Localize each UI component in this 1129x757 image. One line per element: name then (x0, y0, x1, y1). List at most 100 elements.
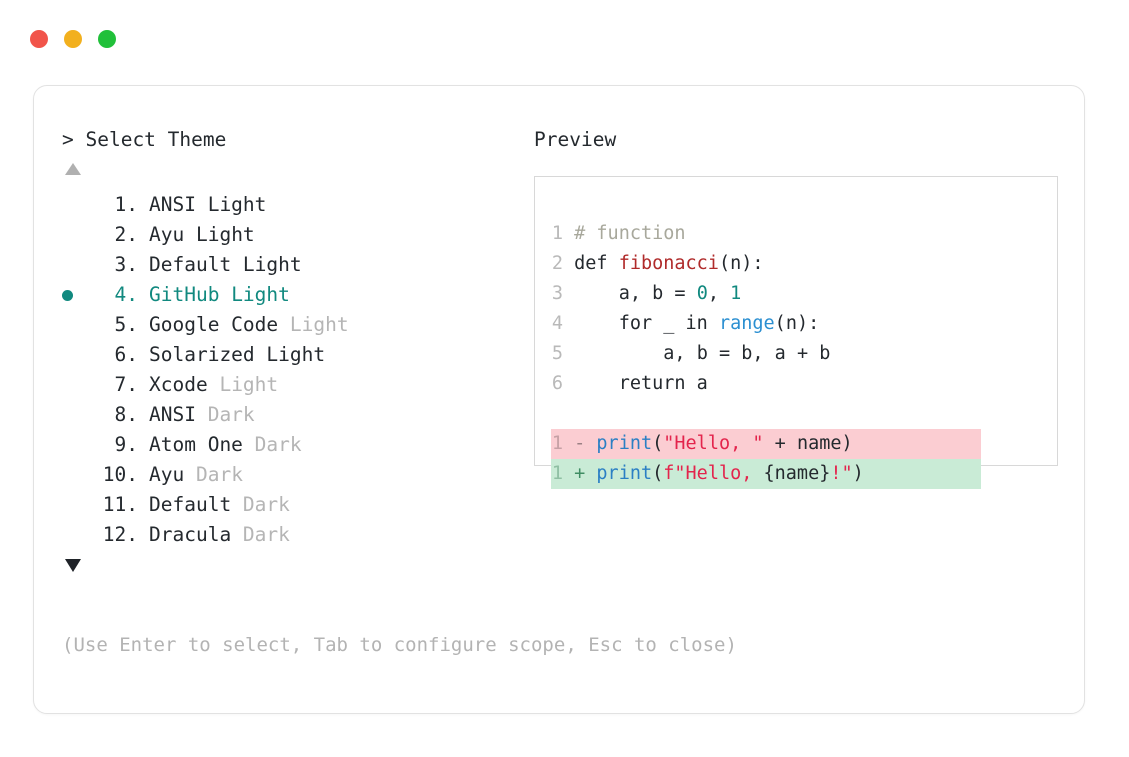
code-line: 4 for _ in range(n): (551, 309, 981, 339)
code-token: n (785, 313, 797, 334)
theme-list-item[interactable]: 1.ANSI Light (62, 190, 532, 220)
code-token: print (596, 433, 653, 454)
theme-item-name: Ayu (149, 463, 196, 486)
line-number: 4 (551, 313, 563, 334)
code-token: e (830, 433, 842, 454)
code-token: # function (574, 223, 686, 244)
code-token: , (707, 283, 719, 304)
selection-indicator (62, 460, 92, 490)
code-token: b (696, 343, 708, 364)
code-token (708, 313, 719, 334)
string-token: !" (830, 463, 853, 484)
theme-item-number: 6. (102, 343, 139, 366)
code-token (674, 313, 685, 334)
theme-item-name: Dracula (149, 523, 243, 546)
code-token (563, 313, 574, 334)
code-token: , (674, 343, 686, 364)
diff-marker: + (563, 463, 597, 484)
code-token (563, 283, 574, 304)
code-token: for (618, 313, 653, 334)
theme-list-item[interactable]: 4.GitHub Light (62, 280, 532, 310)
code-token: m (819, 433, 831, 454)
string-token: f"Hello, (663, 463, 764, 484)
theme-item-variant: Dark (195, 463, 243, 486)
preview-panel: Preview (534, 126, 1066, 154)
code-token (663, 283, 674, 304)
code-token: ) (852, 463, 864, 484)
theme-list-item[interactable]: 7.Xcode Light (62, 370, 532, 400)
code-token (563, 253, 574, 274)
code-token (596, 283, 607, 304)
code-token: "Hello, " (663, 433, 764, 454)
code-token: b (741, 343, 753, 364)
theme-list-item[interactable]: 6.Solarized Light (62, 340, 532, 370)
code-token: + (774, 433, 786, 454)
theme-list-item[interactable]: 10. Ayu Dark (62, 460, 532, 490)
close-dot[interactable] (30, 30, 48, 48)
theme-list-item[interactable]: 2.Ayu Light (62, 220, 532, 250)
selection-indicator (62, 310, 92, 340)
theme-item-variant: Light (207, 193, 267, 216)
theme-item-variant: Dark (207, 403, 255, 426)
theme-item-number: 8. (102, 403, 139, 426)
theme-item-variant: Dark (254, 433, 302, 456)
code-token (574, 283, 585, 304)
code-token (596, 343, 607, 364)
theme-item-number: 5. (102, 313, 139, 336)
code-token (786, 343, 797, 364)
code-token (730, 343, 741, 364)
code-token: a (663, 343, 675, 364)
line-number: 1 (551, 433, 563, 454)
code-token: print (596, 463, 653, 484)
theme-selector-card: > Select Theme 1.ANSI Light 2.Ayu Light … (33, 85, 1085, 714)
code-token: return (618, 373, 686, 394)
line-number: 5 (551, 343, 563, 364)
line-number: 2 (551, 253, 563, 274)
code-token: def (574, 253, 608, 274)
scroll-down-indicator[interactable] (62, 550, 532, 580)
code-token (608, 283, 619, 304)
code-token: ( (718, 253, 731, 274)
theme-item-variant: Light (242, 253, 302, 276)
minimize-dot[interactable] (64, 30, 82, 48)
theme-list-item[interactable]: 5.Google Code Light (62, 310, 532, 340)
code-token: fibonacci (618, 253, 719, 274)
theme-item-number: 12. (102, 523, 138, 546)
code-token (652, 313, 663, 334)
theme-item-name: Solarized (149, 343, 267, 366)
code-line: 2 def fibonacci(n): (551, 249, 981, 279)
theme-item-number: 4. (102, 283, 139, 306)
theme-list-item[interactable]: 8.ANSI Dark (62, 400, 532, 430)
theme-item-variant: Dark (242, 493, 290, 516)
code-token (686, 283, 697, 304)
selection-indicator (62, 490, 92, 520)
code-token (563, 373, 574, 394)
select-theme-title: > Select Theme (62, 128, 227, 151)
theme-item-number: 9. (102, 433, 139, 456)
theme-list[interactable]: 1.ANSI Light 2.Ayu Light 3.Default Light… (62, 190, 532, 550)
code-token: ) (741, 253, 753, 274)
theme-list-item[interactable]: 12.Dracula Dark (62, 520, 532, 550)
line-number: 6 (551, 373, 563, 394)
code-token: a (618, 283, 630, 304)
code-line: 3 a, b = 0, 1 (551, 279, 981, 309)
code-token: in (685, 313, 708, 334)
theme-list-item[interactable]: 11.Default Dark (62, 490, 532, 520)
maximize-dot[interactable] (98, 30, 116, 48)
theme-item-name: Ayu (149, 223, 196, 246)
code-token: a (808, 433, 820, 454)
preview-box: 1 # function 2 def fibonacci(n):3 a, b = … (534, 176, 1058, 489)
code-token: a (696, 373, 708, 394)
code-token (619, 343, 630, 364)
theme-list-item[interactable]: 3.Default Light (62, 250, 532, 280)
theme-item-name: Atom One (149, 433, 255, 456)
theme-item-number: 3. (102, 253, 139, 276)
code-token (652, 343, 663, 364)
code-token: + (796, 343, 809, 364)
code-token: ( (774, 313, 786, 334)
theme-list-item[interactable]: 9. Atom One Dark (62, 430, 532, 460)
scroll-up-indicator[interactable] (62, 154, 532, 184)
line-number: 1 (551, 223, 563, 244)
code-token: ( (652, 433, 664, 454)
theme-item-number: 10. (102, 463, 138, 486)
